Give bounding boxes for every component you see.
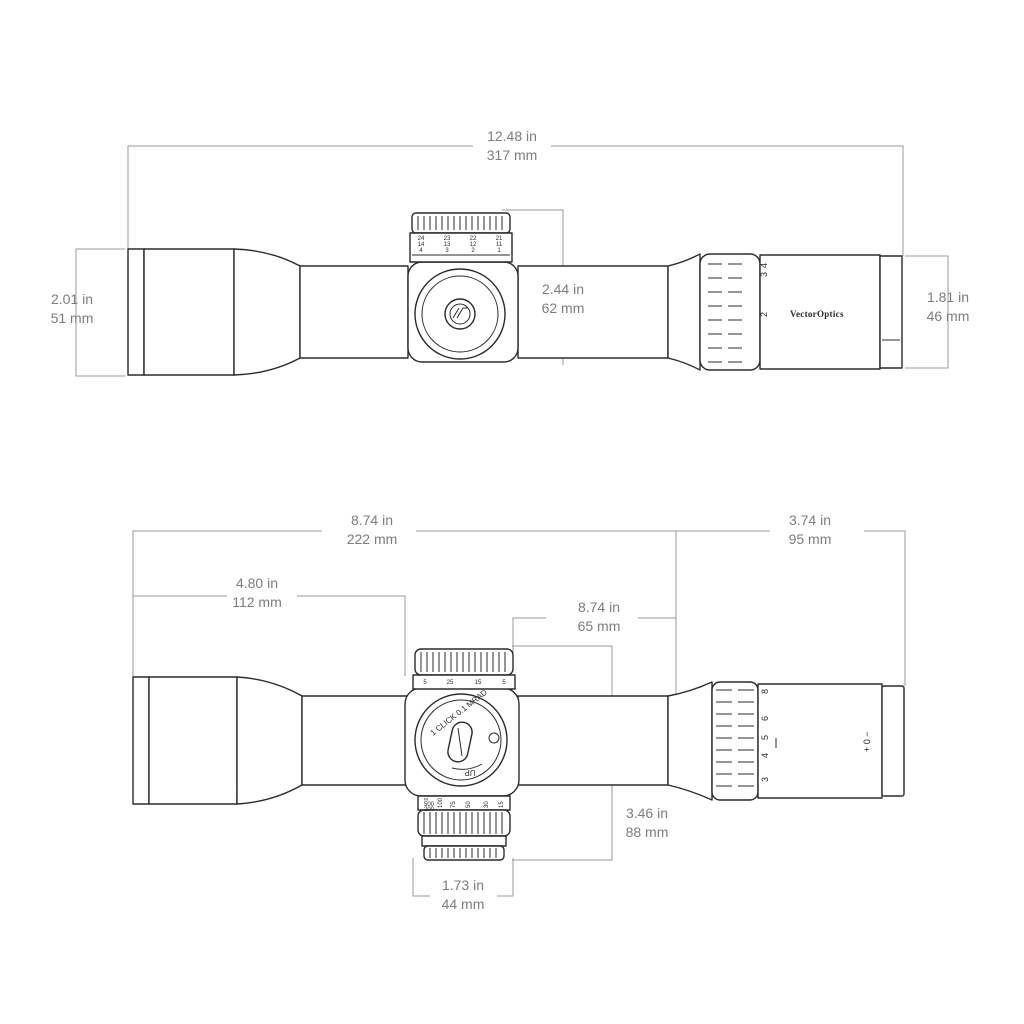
length-d-in: 8.74 in (578, 599, 620, 615)
side-scope-outline (132, 648, 905, 861)
up-arrow-label: UP (464, 768, 475, 777)
side-elev-scale: 5 25 15 5 (423, 680, 506, 686)
top-turret-scale: 24 23 22 21 14 13 12 11 4 3 2 1 (418, 236, 503, 254)
length-c-in: 4.80 in (236, 575, 278, 591)
turret-scale-mid-3: 11 (496, 242, 503, 248)
top-power-mark-2: 2 (759, 312, 769, 317)
parallax-scale-4: 15 (499, 801, 505, 808)
side-power-mark-3: 3 (760, 777, 770, 782)
top-scope-outline (127, 212, 903, 376)
side-power-mark-5: 5 (760, 735, 770, 740)
parallax-scale-3: 30 (484, 801, 490, 808)
side-power-mark-8: 8 (760, 689, 770, 694)
turret-scale-mid-0: 14 (418, 242, 425, 248)
overall-length-mm: 317 mm (487, 147, 538, 163)
turret-scale-top-1: 23 (444, 236, 451, 242)
top-dimension-lines (75, 145, 949, 377)
top-power-mark-4: 4 (759, 263, 769, 268)
parallax-scale-0: 100 (438, 797, 444, 808)
turret-scale-top-0: 24 (418, 236, 425, 242)
side-view: 5 25 15 5 1 CLICK 0.1 MRAD UP ∞ 500 200 … (132, 512, 906, 912)
length-c-mm: 112 mm (232, 594, 282, 610)
top-turret-height-mm: 62 mm (542, 300, 585, 316)
parallax-scale-1: 75 (451, 801, 457, 808)
turret-scale-bot-0: 4 (419, 248, 423, 254)
elev-scale-0: 5 (423, 680, 427, 686)
parallax-inf-1: 500 (424, 802, 435, 808)
diopter-mark: + 0 − (862, 731, 872, 752)
length-b-in: 3.74 in (789, 512, 831, 528)
top-turret-height-in: 2.44 in (542, 281, 584, 297)
parallax-inf-2: 200 (424, 807, 435, 813)
turret-scale-top-3: 21 (496, 236, 503, 242)
eyepiece-diameter-mm: 46 mm (927, 308, 970, 324)
turret-scale-top-2: 22 (470, 236, 477, 242)
length-a-mm: 222 mm (347, 531, 398, 547)
brand-logo: VectorOptics (790, 309, 844, 319)
parallax-inf-0: ∞ (424, 797, 428, 803)
objective-diameter-mm: 51 mm (51, 310, 94, 326)
side-turret-width-mm: 44 mm (442, 896, 485, 912)
turret-scale-mid-1: 13 (444, 242, 451, 248)
side-turret-height-in: 3.46 in (626, 805, 668, 821)
length-b-mm: 95 mm (789, 531, 832, 547)
elev-scale-3: 5 (502, 680, 506, 686)
top-power-mark-3: 3 (759, 272, 769, 277)
top-view: 24 23 22 21 14 13 12 11 4 3 2 1 4 3 2 Ve… (51, 128, 970, 377)
elev-scale-2: 15 (475, 680, 482, 686)
side-power-mark-4: 4 (760, 753, 770, 758)
side-turret-width-in: 1.73 in (442, 877, 484, 893)
length-a-in: 8.74 in (351, 512, 393, 528)
side-power-mark-6: 6 (760, 716, 770, 721)
objective-diameter-in: 2.01 in (51, 291, 93, 307)
side-power-marks: 8 6 5 4 3 (760, 689, 770, 782)
turret-scale-bot-3: 1 (497, 248, 501, 254)
turret-scale-bot-1: 3 (445, 248, 449, 254)
parallax-scale-2: 50 (466, 801, 472, 808)
elev-scale-1: 25 (447, 680, 454, 686)
eyepiece-diameter-in: 1.81 in (927, 289, 969, 305)
length-d-mm: 65 mm (578, 618, 621, 634)
parallax-scale: ∞ 500 200 100 75 50 30 15 (424, 797, 505, 813)
side-turret-height-mm: 88 mm (626, 824, 669, 840)
turret-scale-bot-2: 2 (471, 248, 475, 254)
overall-length-in: 12.48 in (487, 128, 537, 144)
turret-scale-mid-2: 12 (470, 242, 477, 248)
